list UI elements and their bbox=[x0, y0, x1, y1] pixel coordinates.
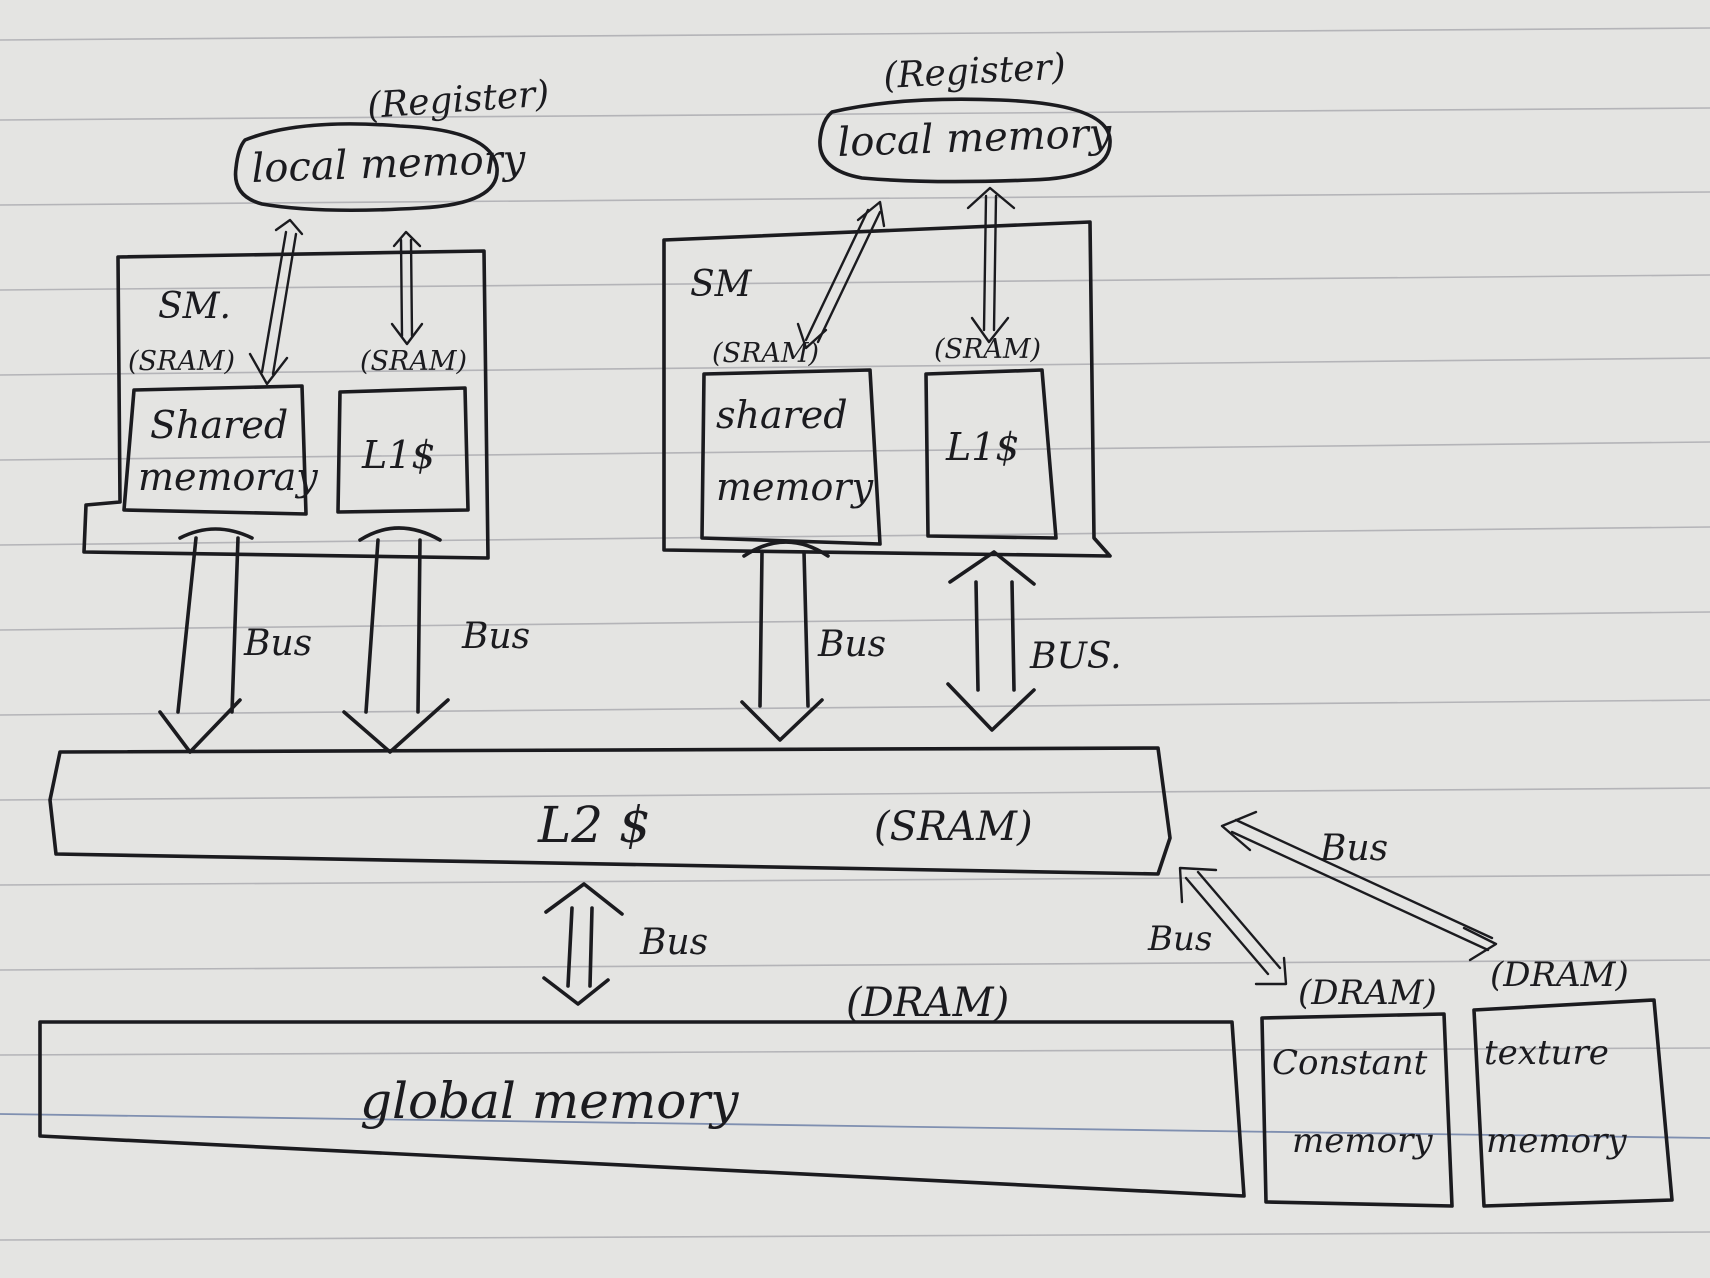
texture-line2: memory bbox=[1486, 1121, 1627, 1161]
right-local-memory: local memory bbox=[818, 97, 1114, 184]
left-register-l1-arrow bbox=[390, 230, 424, 346]
right-local-memory-label: local memory bbox=[837, 110, 1114, 166]
right-bus-label-1: Bus bbox=[817, 624, 886, 665]
texture-bus-arrow bbox=[1220, 810, 1498, 962]
left-local-memory: local memory bbox=[233, 122, 528, 213]
texture-bus-label: Bus bbox=[1319, 828, 1388, 869]
global-memory-box: global memory bbox=[38, 1020, 1246, 1198]
constant-bus-label: Bus bbox=[1147, 919, 1212, 959]
constant-bus-arrow bbox=[1178, 866, 1288, 986]
global-dram-label: (DRAM) bbox=[846, 980, 1009, 1026]
left-bus-label-1: Bus bbox=[243, 623, 312, 664]
right-l1-label: L1$ bbox=[945, 425, 1020, 469]
left-shared-line2: memoray bbox=[138, 455, 318, 499]
l2-cache-box: L2 $ (SRAM) bbox=[48, 746, 1172, 876]
left-l1-box: L1$ bbox=[336, 386, 470, 514]
left-register-label: (Register) bbox=[366, 73, 551, 127]
right-sm-box bbox=[662, 220, 1112, 558]
left-sm-label: SM. bbox=[158, 286, 231, 327]
ruled-lines bbox=[0, 27, 1710, 1241]
right-register-l1-arrow bbox=[966, 186, 1016, 344]
left-l1-sram-label: (SRAM) bbox=[360, 346, 467, 377]
texture-dram-label: (DRAM) bbox=[1490, 955, 1629, 995]
right-l1-sram-label: (SRAM) bbox=[934, 334, 1041, 365]
global-memory-label: global memory bbox=[360, 1072, 739, 1130]
right-bus-label-2: BUS. bbox=[1029, 636, 1122, 677]
l2-label: L2 $ bbox=[537, 796, 651, 854]
left-shared-memory-box: Shared memoray bbox=[122, 384, 318, 516]
left-bus-label-2: Bus bbox=[461, 616, 530, 657]
left-l1-label: L1$ bbox=[361, 433, 436, 477]
right-shared-line1: shared bbox=[716, 393, 848, 437]
right-l1-box: L1$ bbox=[924, 368, 1058, 540]
constant-memory-box: Constant memory bbox=[1260, 1012, 1454, 1208]
left-register-shared-arrow bbox=[248, 218, 304, 386]
right-register-label: (Register) bbox=[882, 46, 1066, 96]
global-bus-arrow bbox=[542, 882, 624, 1006]
right-register-shared-arrow bbox=[796, 200, 886, 350]
left-shared-sram-label: (SRAM) bbox=[128, 346, 235, 377]
constant-line2: memory bbox=[1292, 1121, 1433, 1161]
left-bus-arrow-1 bbox=[158, 527, 254, 754]
l2-sram-label: (SRAM) bbox=[874, 804, 1033, 850]
constant-dram-label: (DRAM) bbox=[1298, 973, 1437, 1013]
constant-line1: Constant bbox=[1272, 1043, 1428, 1083]
texture-memory-box: texture memory bbox=[1472, 998, 1674, 1208]
left-shared-line1: Shared bbox=[150, 403, 288, 447]
right-bus-arrow-2 bbox=[946, 550, 1036, 732]
right-shared-memory-box: shared memory bbox=[700, 368, 882, 546]
right-sm-group: (Register) local memory SM (SRAM) (SRAM)… bbox=[662, 46, 1122, 742]
texture-line1: texture bbox=[1484, 1033, 1609, 1073]
global-bus-label: Bus bbox=[639, 922, 708, 963]
left-sm-box bbox=[82, 249, 490, 560]
left-sm-group: (Register) local memory SM. (SRAM) (SRAM… bbox=[82, 73, 551, 754]
left-bus-arrow-2 bbox=[342, 526, 450, 754]
right-shared-line2: memory bbox=[716, 465, 874, 509]
right-shared-sram-label: (SRAM) bbox=[712, 338, 819, 369]
right-bus-arrow-1 bbox=[740, 540, 830, 742]
right-sm-label: SM bbox=[690, 264, 753, 305]
left-local-memory-label: local memory bbox=[251, 136, 528, 192]
